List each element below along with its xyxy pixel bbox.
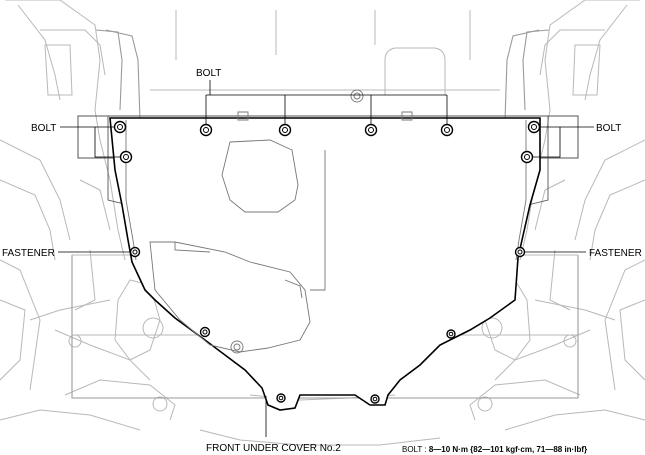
bolt-label-right: BOLT bbox=[596, 123, 621, 134]
bolt-icon bbox=[440, 123, 454, 137]
bolt-label-top: BOLT bbox=[196, 68, 221, 79]
bolt-icon bbox=[446, 329, 456, 339]
leader-lines bbox=[58, 80, 594, 437]
bolt-icon bbox=[520, 150, 534, 164]
bolt-label-left: BOLT bbox=[31, 123, 56, 134]
fasteners bbox=[129, 246, 526, 258]
bolt-icon bbox=[527, 120, 541, 134]
bolt-icon bbox=[364, 123, 378, 137]
bolt-icon bbox=[113, 120, 127, 134]
torque-spec: BOLT : 8—10 N·m {82—101 kgf·cm, 71—88 in… bbox=[402, 445, 587, 454]
fastener-label-right: FASTENER bbox=[589, 248, 642, 259]
torque-value: 8—10 N·m {82—101 kgf·cm, 71—88 in·lbf} bbox=[429, 445, 587, 454]
bolt-icon bbox=[199, 123, 213, 137]
part-name-label: FRONT UNDER COVER No.2 bbox=[206, 443, 341, 454]
bolt-icon bbox=[199, 326, 211, 338]
fastener-icon bbox=[514, 246, 526, 258]
bolt-icon bbox=[119, 150, 133, 164]
torque-prefix: BOLT : bbox=[402, 445, 429, 454]
bolt-icon bbox=[278, 123, 292, 137]
bolt-icon bbox=[370, 394, 380, 404]
fastener-label-left: FASTENER bbox=[2, 248, 55, 259]
fastener-icon bbox=[129, 246, 141, 258]
front-under-cover bbox=[109, 89, 541, 411]
bolt-icon bbox=[276, 393, 286, 403]
labels: BOLT BOLT BOLT FASTENER FASTENER FRONT U… bbox=[2, 68, 642, 454]
